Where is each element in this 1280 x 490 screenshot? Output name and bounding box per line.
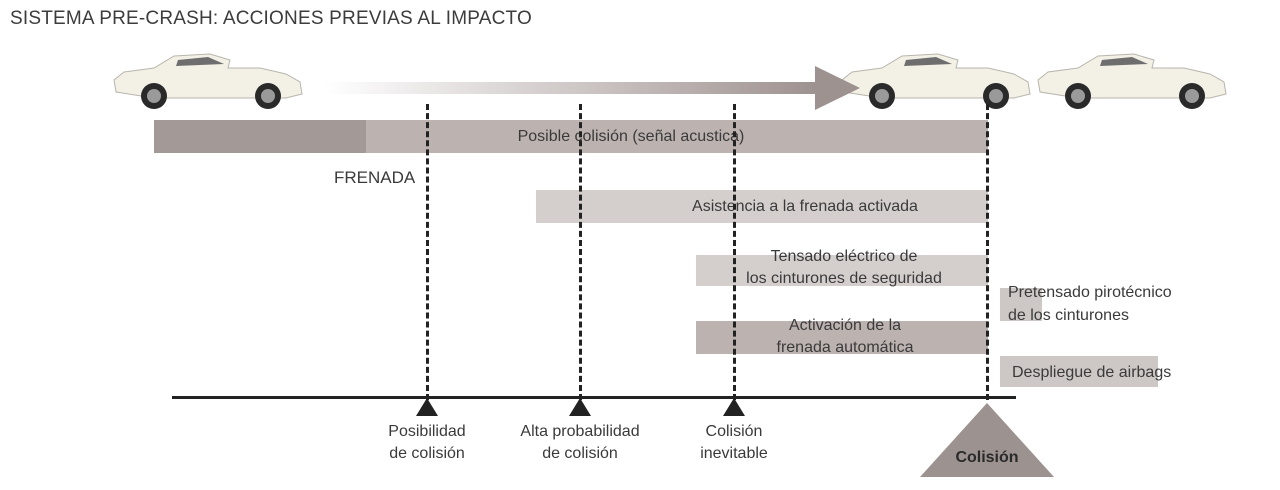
side-bar-pretensado (1000, 288, 1042, 321)
marker-label-alta-probabilidad-line2: de colisión (542, 445, 618, 462)
marker-label-posibilidad-line2: de colisión (389, 445, 465, 462)
bar-activacion (696, 321, 988, 354)
marker-label-alta-probabilidad-line1: Alta probabilidad (520, 423, 640, 440)
bar-tensado-line2: los cinturones de seguridad (746, 270, 942, 287)
collision-triangle (920, 403, 1054, 477)
bar-posible-colision-label: Posible colisión (señal acustica) (517, 127, 745, 145)
marker-label-posibilidad: Posibilidad de colisión (352, 421, 502, 465)
dashed-line-colision (986, 104, 989, 400)
bar-posible-colision (366, 120, 988, 153)
bar-tensado-label: Tensado eléctrico de los cinturones de s… (726, 244, 962, 292)
collision-label: Colisión (955, 449, 1019, 466)
bar-tensado-line1: Tensado eléctrico de (770, 248, 918, 265)
marker-label-posibilidad-line1: Posibilidad (388, 423, 466, 440)
timeline-axis (172, 396, 1016, 399)
car-icon (1037, 53, 1227, 109)
dashed-line-alta-probabilidad (579, 104, 582, 400)
bar-activacion-line2: frenada automática (776, 339, 914, 356)
marker-label-inevitable-line1: Colisión (705, 423, 763, 440)
bar-asistencia-label: Asistencia a la frenada activada (692, 197, 918, 215)
marker-label-inevitable-line2: inevitable (700, 445, 768, 462)
car-icon (113, 53, 303, 109)
bar-tensado (696, 255, 988, 286)
bar-asistencia (536, 190, 988, 223)
diagram-title: SISTEMA PRE-CRASH: ACCIONES PREVIAS AL I… (10, 8, 532, 29)
frenada-label: FRENADA (334, 168, 416, 187)
bar-activacion-line1: Activación de la (788, 317, 902, 334)
dashed-line-inevitable (733, 104, 736, 400)
arrow-right-icon (325, 66, 860, 110)
side-label-pretensado-line2: de los cinturones (1008, 307, 1129, 324)
dashed-line-posibilidad (426, 104, 429, 400)
bar-activacion-label: Activación de la frenada automática (740, 313, 950, 361)
marker-triangle-inevitable (723, 398, 745, 416)
side-label-pretensado-line1: Pretensado pirotécnico (1008, 284, 1172, 301)
bar-posible-colision-dark (154, 120, 366, 153)
marker-triangle-alta-probabilidad (569, 398, 591, 416)
marker-label-alta-probabilidad: Alta probabilidad de colisión (498, 421, 662, 465)
car-icon (841, 53, 1031, 109)
side-bar-airbags (1000, 356, 1158, 387)
side-label-pretensado: Pretensado pirotécnico de los cinturones (1008, 281, 1188, 327)
marker-triangle-posibilidad (416, 398, 438, 416)
side-label-airbags: Despliegue de airbags (1012, 364, 1172, 381)
marker-label-inevitable: Colisión inevitable (666, 421, 802, 465)
